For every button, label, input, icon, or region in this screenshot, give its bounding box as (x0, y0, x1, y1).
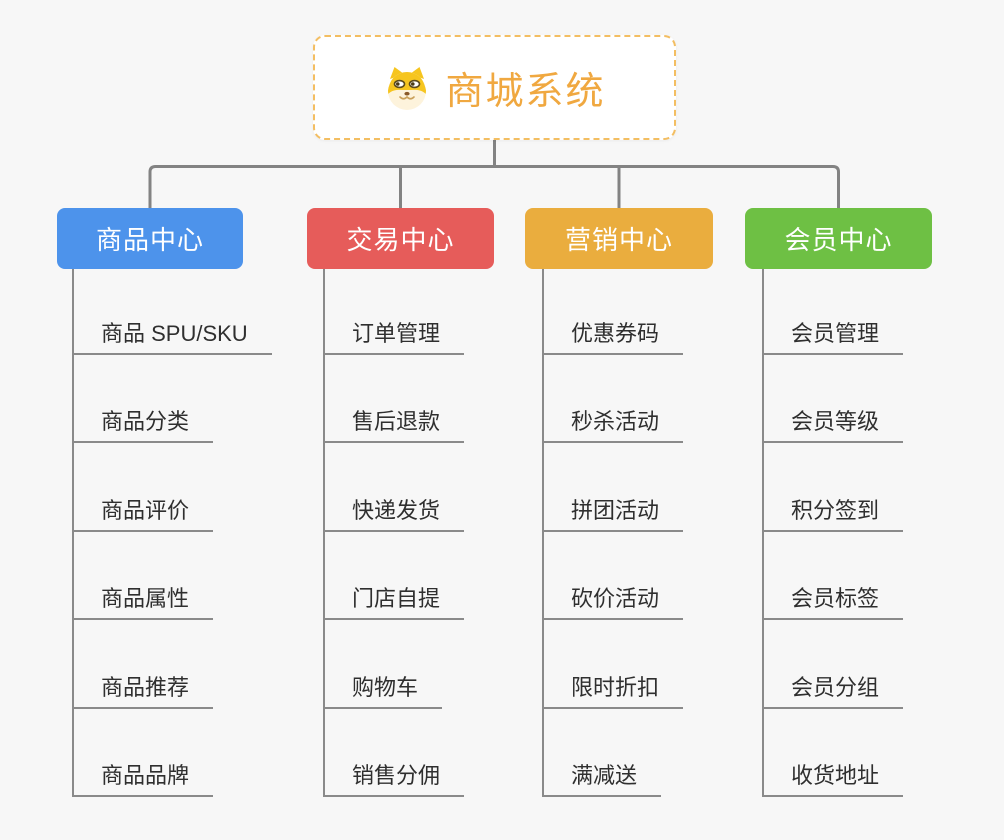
child-topic[interactable]: 商品分类 (74, 397, 214, 443)
child-topic[interactable]: 商品属性 (74, 574, 214, 620)
branch-node-trade-center[interactable]: 交易中心 (307, 208, 494, 269)
child-topic[interactable]: 限时折扣 (544, 663, 684, 709)
branch-label: 商品中心 (95, 225, 204, 255)
branch-children-column-product: 商品 SPU/SKU 商品分类 商品评价 商品属性 商品推荐 商品品牌 (72, 269, 272, 797)
dog-face-icon (388, 66, 427, 110)
root-title: 商城系统 (445, 71, 606, 113)
child-topic[interactable]: 收货地址 (764, 751, 904, 797)
child-topic[interactable]: 砍价活动 (544, 574, 684, 620)
child-topic[interactable]: 购物车 (325, 663, 443, 709)
child-topic[interactable]: 销售分佣 (325, 751, 465, 797)
child-topic[interactable]: 拼团活动 (544, 486, 684, 532)
branch-node-member-center[interactable]: 会员中心 (745, 208, 932, 269)
child-topic[interactable]: 优惠券码 (544, 309, 684, 355)
child-topic[interactable]: 会员分组 (764, 663, 904, 709)
branch-label: 交易中心 (346, 225, 455, 255)
child-topic[interactable]: 会员标签 (764, 574, 904, 620)
child-topic[interactable]: 门店自提 (325, 574, 465, 620)
child-topic[interactable]: 商品评价 (74, 486, 214, 532)
branch-children-column-marketing: 优惠券码 秒杀活动 拼团活动 砍价活动 限时折扣 满减送 (542, 269, 684, 797)
child-topic[interactable]: 秒杀活动 (544, 397, 684, 443)
child-topic[interactable]: 积分签到 (764, 486, 904, 532)
branch-node-marketing-center[interactable]: 营销中心 (525, 208, 713, 269)
branch-label: 会员中心 (784, 225, 893, 255)
root-node[interactable]: 商城系统 (313, 35, 676, 140)
branch-node-product-center[interactable]: 商品中心 (57, 208, 243, 269)
child-topic[interactable]: 满减送 (544, 751, 662, 797)
branch-children-column-trade: 订单管理 售后退款 快递发货 门店自提 购物车 销售分佣 (323, 269, 465, 797)
branch-label: 营销中心 (564, 225, 673, 255)
child-topic[interactable]: 会员管理 (764, 309, 904, 355)
child-topic[interactable]: 售后退款 (325, 397, 465, 443)
branch-bus-connector (148, 165, 840, 208)
child-topic[interactable]: 商品 SPU/SKU (74, 309, 272, 355)
child-topic[interactable]: 会员等级 (764, 397, 904, 443)
child-topic[interactable]: 商品推荐 (74, 663, 214, 709)
child-topic[interactable]: 商品品牌 (74, 751, 214, 797)
child-topic[interactable]: 快递发货 (325, 486, 465, 532)
child-topic[interactable]: 订单管理 (325, 309, 465, 355)
branch-children-column-member: 会员管理 会员等级 积分签到 会员标签 会员分组 收货地址 (762, 269, 904, 797)
